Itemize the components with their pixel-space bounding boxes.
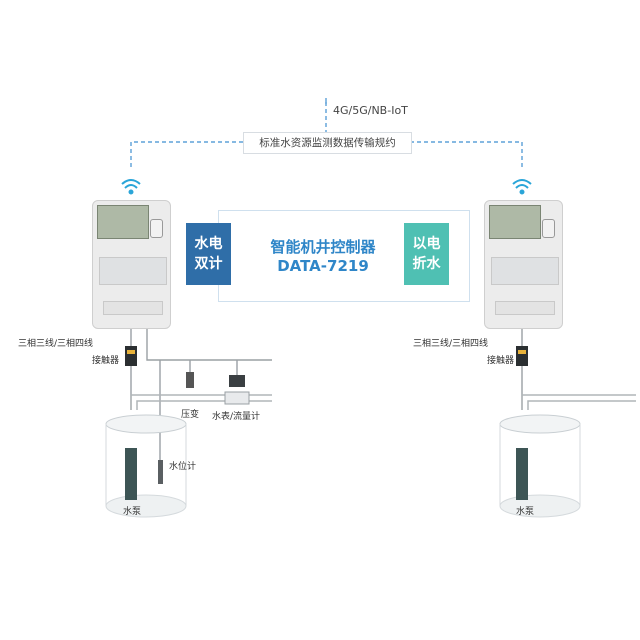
left-wiring (130, 328, 272, 470)
right-network-link (410, 141, 523, 170)
badge-line: 水电 (194, 236, 223, 252)
left-pipe (130, 394, 272, 410)
left-contactor (125, 346, 137, 366)
left-network-link (130, 141, 243, 170)
right-contactor (516, 346, 528, 366)
device-label-plate (491, 257, 559, 285)
left-pump (125, 448, 137, 500)
flow-meter (224, 375, 250, 405)
level-gauge (158, 460, 163, 484)
left-contactor-label: 接触器 (92, 356, 120, 366)
badge-line: 以电 (412, 236, 441, 252)
controller-name: 智能机井控制器 (270, 238, 376, 256)
device-terminal (495, 301, 555, 315)
controller-model: DATA-7219 (277, 257, 369, 275)
device-terminal (103, 301, 163, 315)
device-screen (489, 205, 541, 239)
left-controller-device (92, 200, 171, 329)
right-pipe (521, 394, 636, 410)
left-well (105, 414, 187, 518)
badge-electric-to-water: 以电 折水 (404, 223, 449, 285)
flow-meter-label: 水表/流量计 (212, 412, 261, 422)
right-pump (516, 448, 528, 500)
protocol-label: 标准水资源监测数据传输规约 (243, 132, 412, 154)
pressure-sensor (186, 372, 194, 388)
device-button (542, 219, 555, 238)
right-well (499, 414, 581, 518)
device-label-plate (99, 257, 167, 285)
badge-line: 折水 (412, 256, 441, 272)
left-wiring-label: 三相三线/三相四线 (18, 339, 94, 349)
badge-water-electric: 水电 双计 (186, 223, 231, 285)
device-screen (97, 205, 149, 239)
right-pump-label: 水泵 (516, 507, 535, 517)
right-contactor-label: 接触器 (487, 356, 515, 366)
right-wiring-label: 三相三线/三相四线 (413, 339, 489, 349)
left-pump-label: 水泵 (123, 507, 142, 517)
network-links (130, 102, 523, 170)
network-label: 4G/5G/NB-IoT (333, 104, 408, 117)
device-button (150, 219, 163, 238)
pressure-label: 压变 (181, 410, 200, 420)
wifi-icon (512, 179, 532, 195)
wifi-icon (121, 179, 141, 195)
right-controller-device (484, 200, 563, 329)
level-gauge-label: 水位计 (169, 462, 197, 472)
badge-line: 双计 (194, 256, 223, 272)
